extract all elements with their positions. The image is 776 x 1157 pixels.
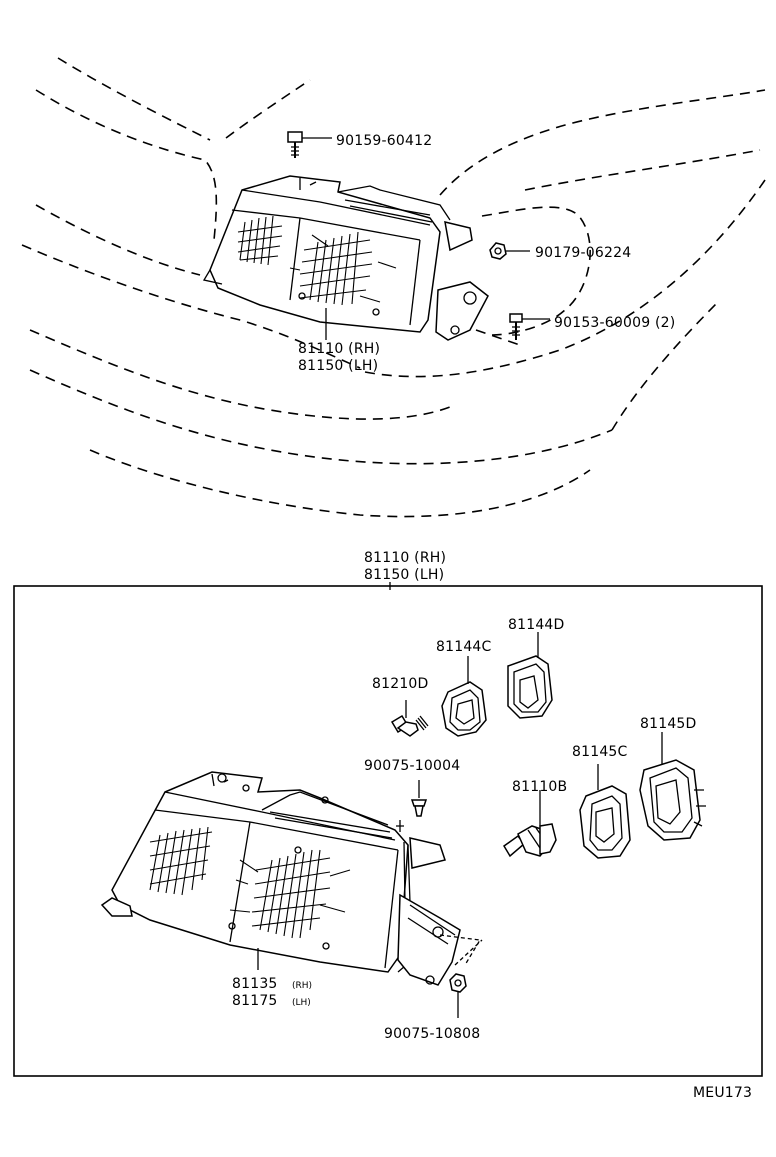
nut-90075-10808: [449, 973, 467, 1018]
label-81175-side: (LH): [292, 998, 311, 1008]
vehicle-body-outline: [21, 57, 766, 518]
clip-90075-10004: [410, 780, 428, 817]
label-81150-lh-top: 81150 (LH): [298, 358, 378, 374]
label-90075-10004: 90075-10004: [364, 758, 460, 774]
cover-81144d: [507, 632, 553, 719]
socket-81145c: [579, 764, 631, 859]
figure-code: MEU173: [693, 1085, 752, 1101]
label-81150-lh-box: 81150 (LH): [364, 567, 444, 583]
cover-81145d: [639, 732, 706, 841]
label-81145c: 81145C: [572, 744, 628, 760]
headlamp-top-view: [202, 175, 489, 341]
label-81210d: 81210D: [372, 676, 429, 692]
label-90153-60009: 90153-60009 (2): [554, 315, 675, 331]
label-81145d: 81145D: [640, 716, 697, 732]
socket-81144c: [441, 656, 487, 737]
bulb-81210d: [390, 700, 429, 737]
label-81144c: 81144C: [436, 639, 492, 655]
label-90179-06224: 90179-06224: [535, 245, 631, 261]
nut-90179-06224: [489, 242, 530, 260]
label-81144d: 81144D: [508, 617, 565, 633]
label-81135-side: (RH): [292, 981, 312, 991]
label-81135: 81135: [232, 976, 278, 992]
mount-dashed-leader: [439, 934, 483, 966]
label-81110b: 81110B: [512, 779, 567, 795]
bulb-81110b: [503, 790, 557, 858]
label-90075-10808: 90075-10808: [384, 1026, 480, 1042]
label-90159-60412: 90159-60412: [336, 133, 432, 149]
label-81110-rh-top: 81110 (RH): [298, 341, 380, 357]
bolt-90159-60412: [287, 131, 332, 158]
headlamp-exploded: [100, 771, 461, 986]
assembly-box: [13, 585, 763, 1077]
label-81175: 81175: [232, 993, 278, 1009]
label-81110-rh-box: 81110 (RH): [364, 550, 446, 566]
bolt-90153-60009: [509, 313, 550, 340]
